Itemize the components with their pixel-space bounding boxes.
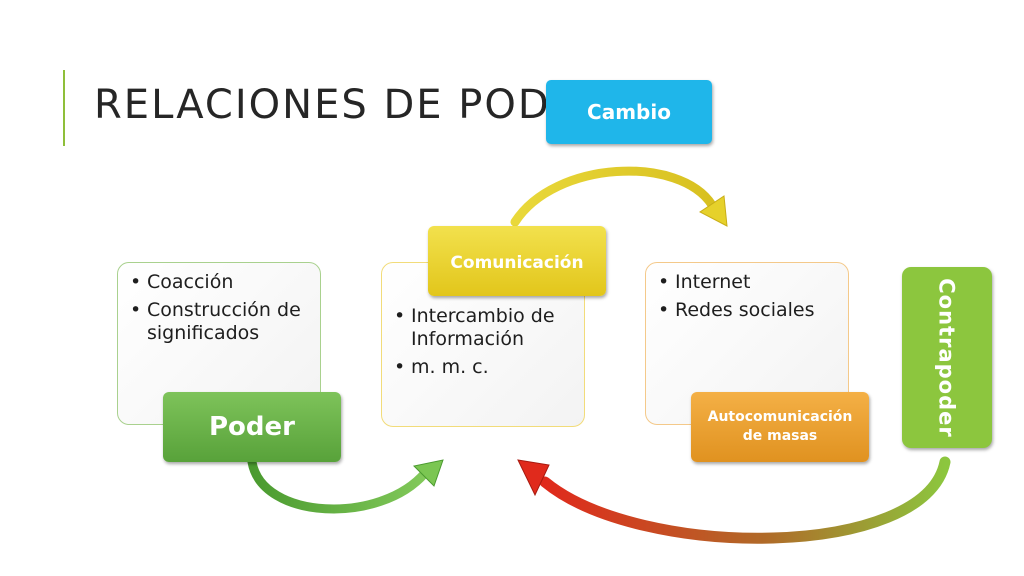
list-item: Intercambio de Información (394, 305, 576, 351)
comunicacion-list: Intercambio de Información m. m. c. (394, 305, 576, 379)
list-item: Internet (658, 271, 840, 294)
red-curved-arrow (539, 456, 951, 544)
cambio-box: Cambio (546, 80, 712, 144)
contrapoder-label: Contrapoder (935, 277, 960, 438)
autocomunicacion-label: Autocomunicación de masas (691, 392, 869, 462)
list-item: m. m. c. (394, 356, 576, 379)
poder-label: Poder (163, 392, 341, 462)
list-item: Construcción de significados (130, 299, 312, 345)
comunicacion-label: Comunicación (428, 226, 606, 296)
green-curved-arrow (247, 457, 430, 514)
autocomunicacion-list: Internet Redes sociales (658, 271, 840, 322)
title-accent-line (63, 70, 65, 146)
list-item: Redes sociales (658, 299, 840, 322)
contrapoder-box: Contrapoder (902, 267, 992, 448)
red-arrow-head (517, 459, 550, 497)
yellow-curved-arrow (510, 166, 717, 227)
yellow-arrow-head (699, 195, 728, 227)
slide-title: RELACIONES DE PODER (94, 82, 608, 128)
poder-list: Coacción Construcción de significados (130, 271, 312, 345)
list-item: Coacción (130, 271, 312, 294)
green-arrow-head (412, 459, 444, 487)
